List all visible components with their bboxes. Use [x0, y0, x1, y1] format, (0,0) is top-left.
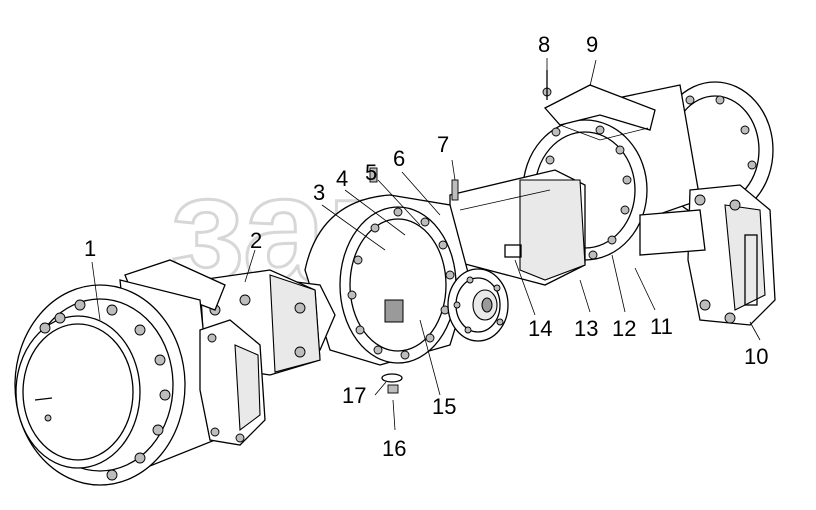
- callout-10: 10: [744, 344, 769, 369]
- callout-15: 15: [432, 394, 457, 419]
- right-brake-caliper: [687, 184, 776, 326]
- callout-2: 2: [250, 228, 263, 253]
- callout-17: 17: [342, 383, 367, 408]
- callout-9: 9: [586, 32, 599, 57]
- callout-11: 11: [650, 314, 673, 339]
- right-guard: [542, 70, 656, 141]
- callout-12: 12: [612, 316, 637, 341]
- left-wheel-hub: [14, 279, 216, 486]
- callout-4: 4: [336, 166, 349, 191]
- callout-8: 8: [538, 32, 551, 57]
- differential-housing: [304, 167, 522, 394]
- callout-13: 13: [574, 316, 599, 341]
- right-axle-arm: [449, 169, 706, 286]
- callout-7: 7: [437, 132, 450, 157]
- callout-6: 6: [393, 146, 406, 171]
- callout-3: 3: [313, 180, 326, 205]
- callout-5: 5: [365, 160, 378, 185]
- callout-16: 16: [382, 436, 407, 461]
- left-brake-caliper: [199, 319, 266, 446]
- callout-1: 1: [84, 236, 97, 261]
- leader-lines: [91, 58, 761, 431]
- callout-14: 14: [528, 316, 553, 341]
